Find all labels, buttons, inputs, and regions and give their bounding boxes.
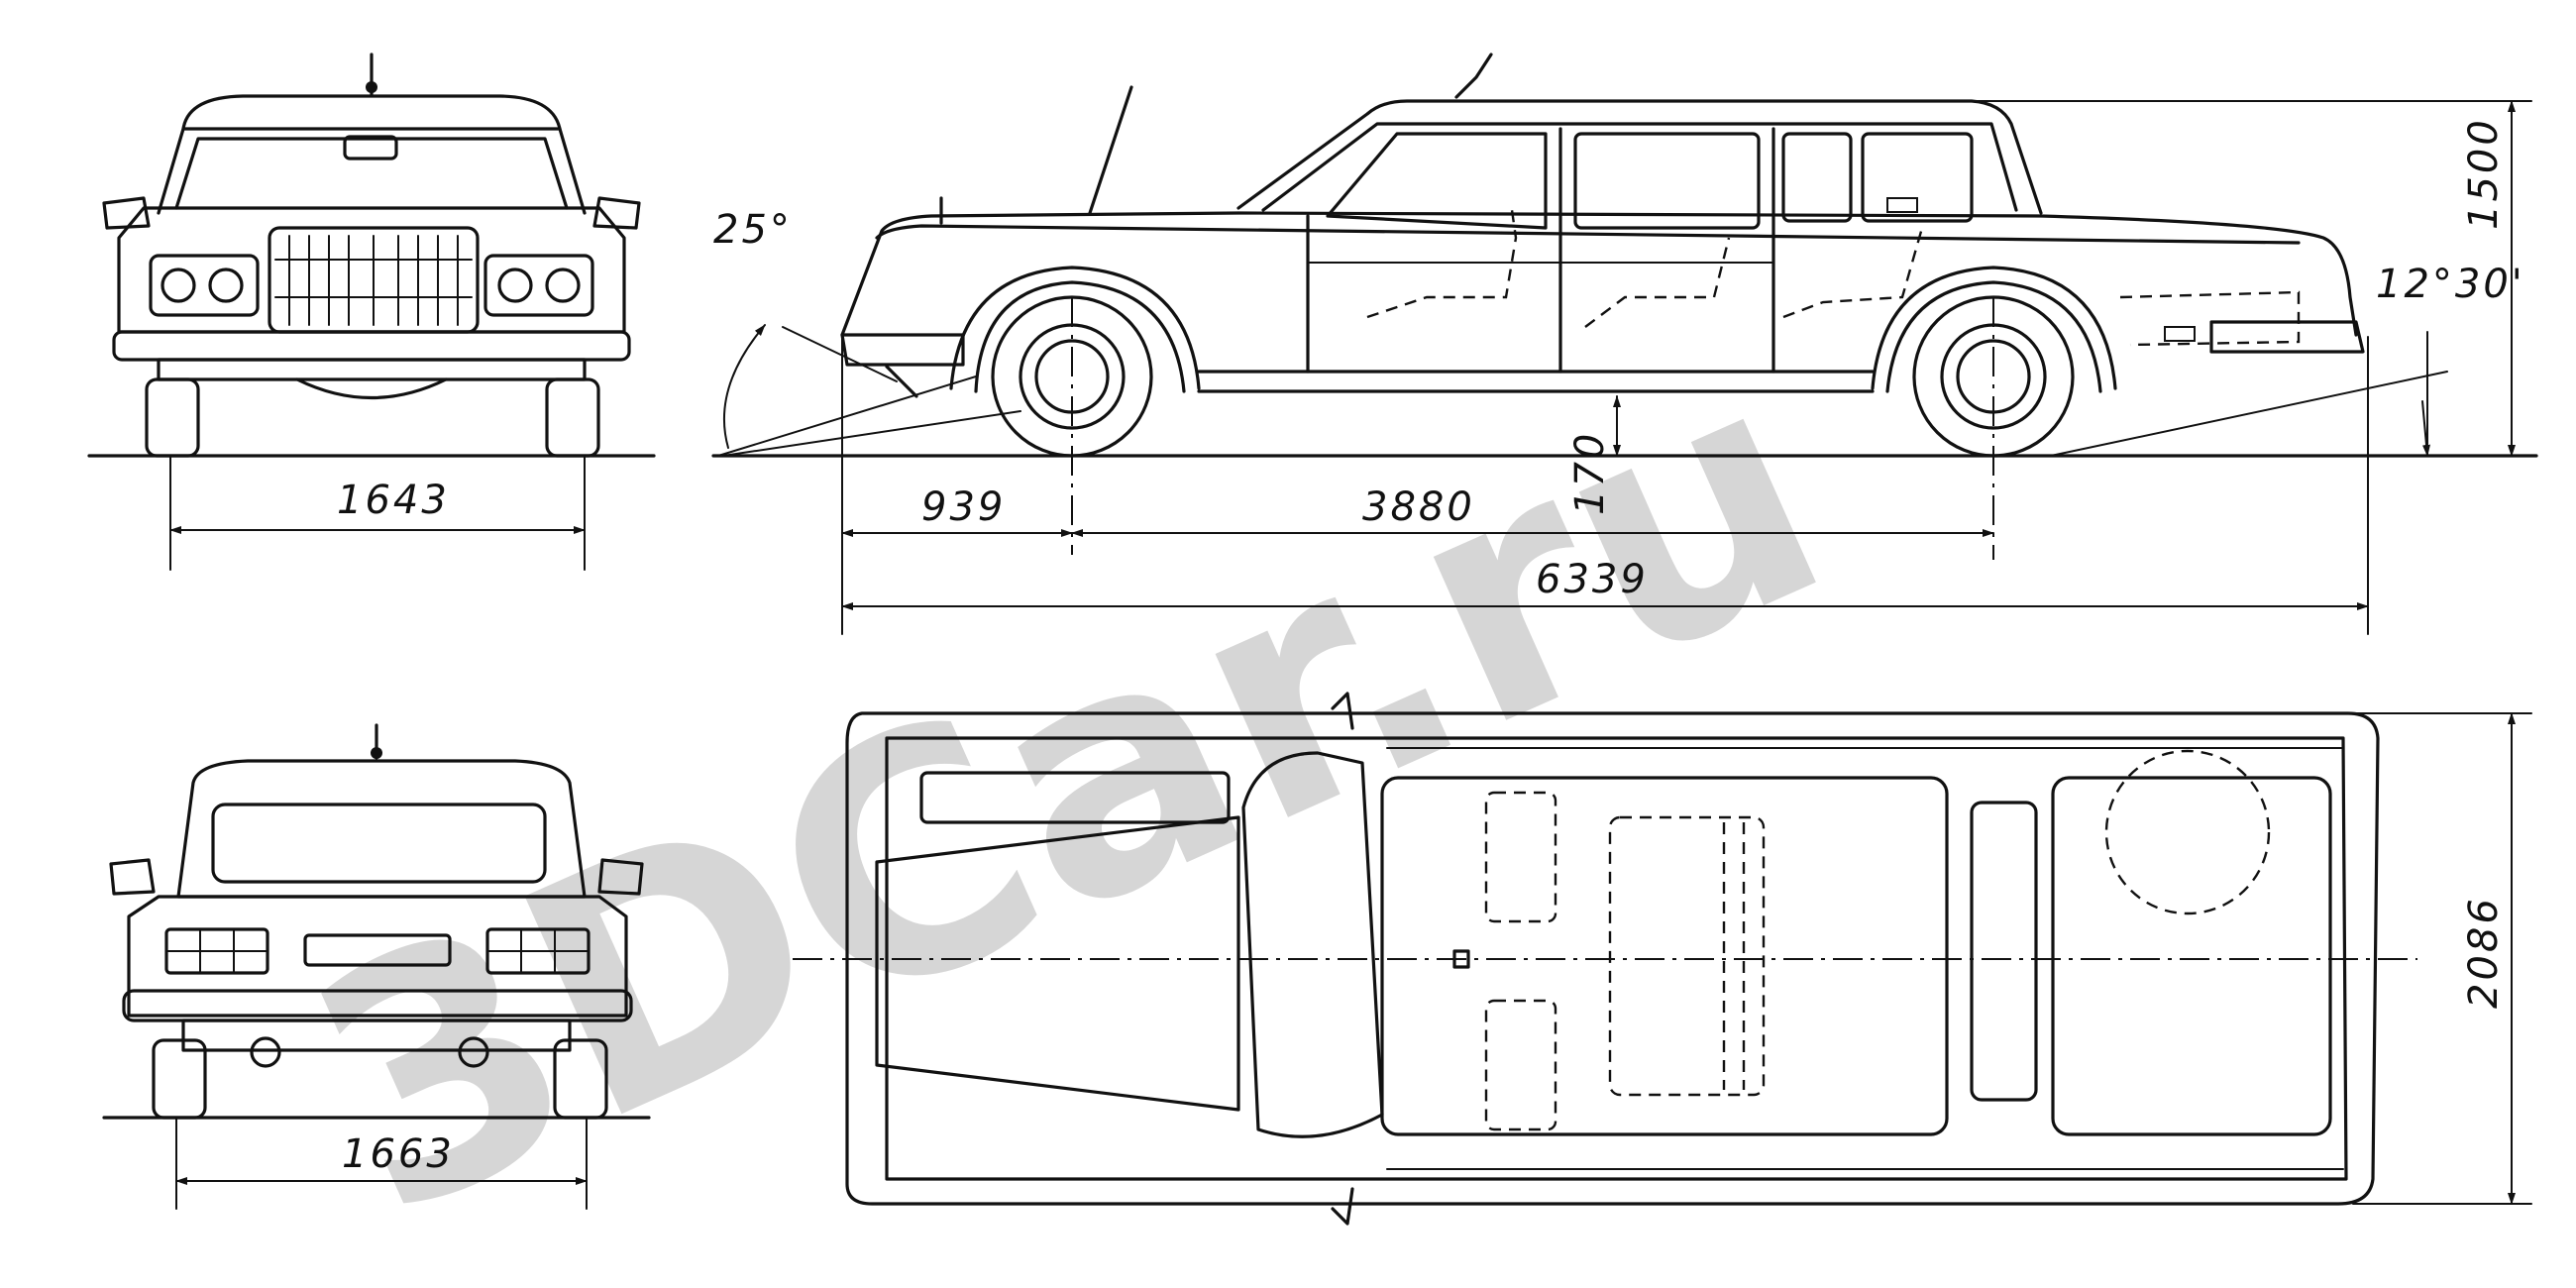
watermark-text: 3DCar.ru [264,294,1873,1288]
side-view: 939 3880 6339 170 1500 25° 12°30' [711,53,2538,635]
front-overhang-label: 939 [921,484,1006,530]
rear-track-label: 1663 [342,1131,455,1177]
wheelbase-label: 3880 [1362,484,1475,530]
front-view: 1643 [87,53,656,571]
approach-angle-label: 25° [713,207,793,253]
departure-angle-label: 12°30' [2376,262,2525,307]
rear-view: 1663 [102,723,651,1210]
top-view: 2086 [793,692,2532,1226]
ground-clearance-label: 170 [1567,431,1613,515]
height-label: 1500 [2461,117,2507,230]
watermark: 3DCar.ru [264,294,1873,1288]
front-track-label: 1643 [337,478,450,523]
width-label: 2086 [2461,896,2507,1009]
overall-length-label: 6339 [1536,557,1649,602]
